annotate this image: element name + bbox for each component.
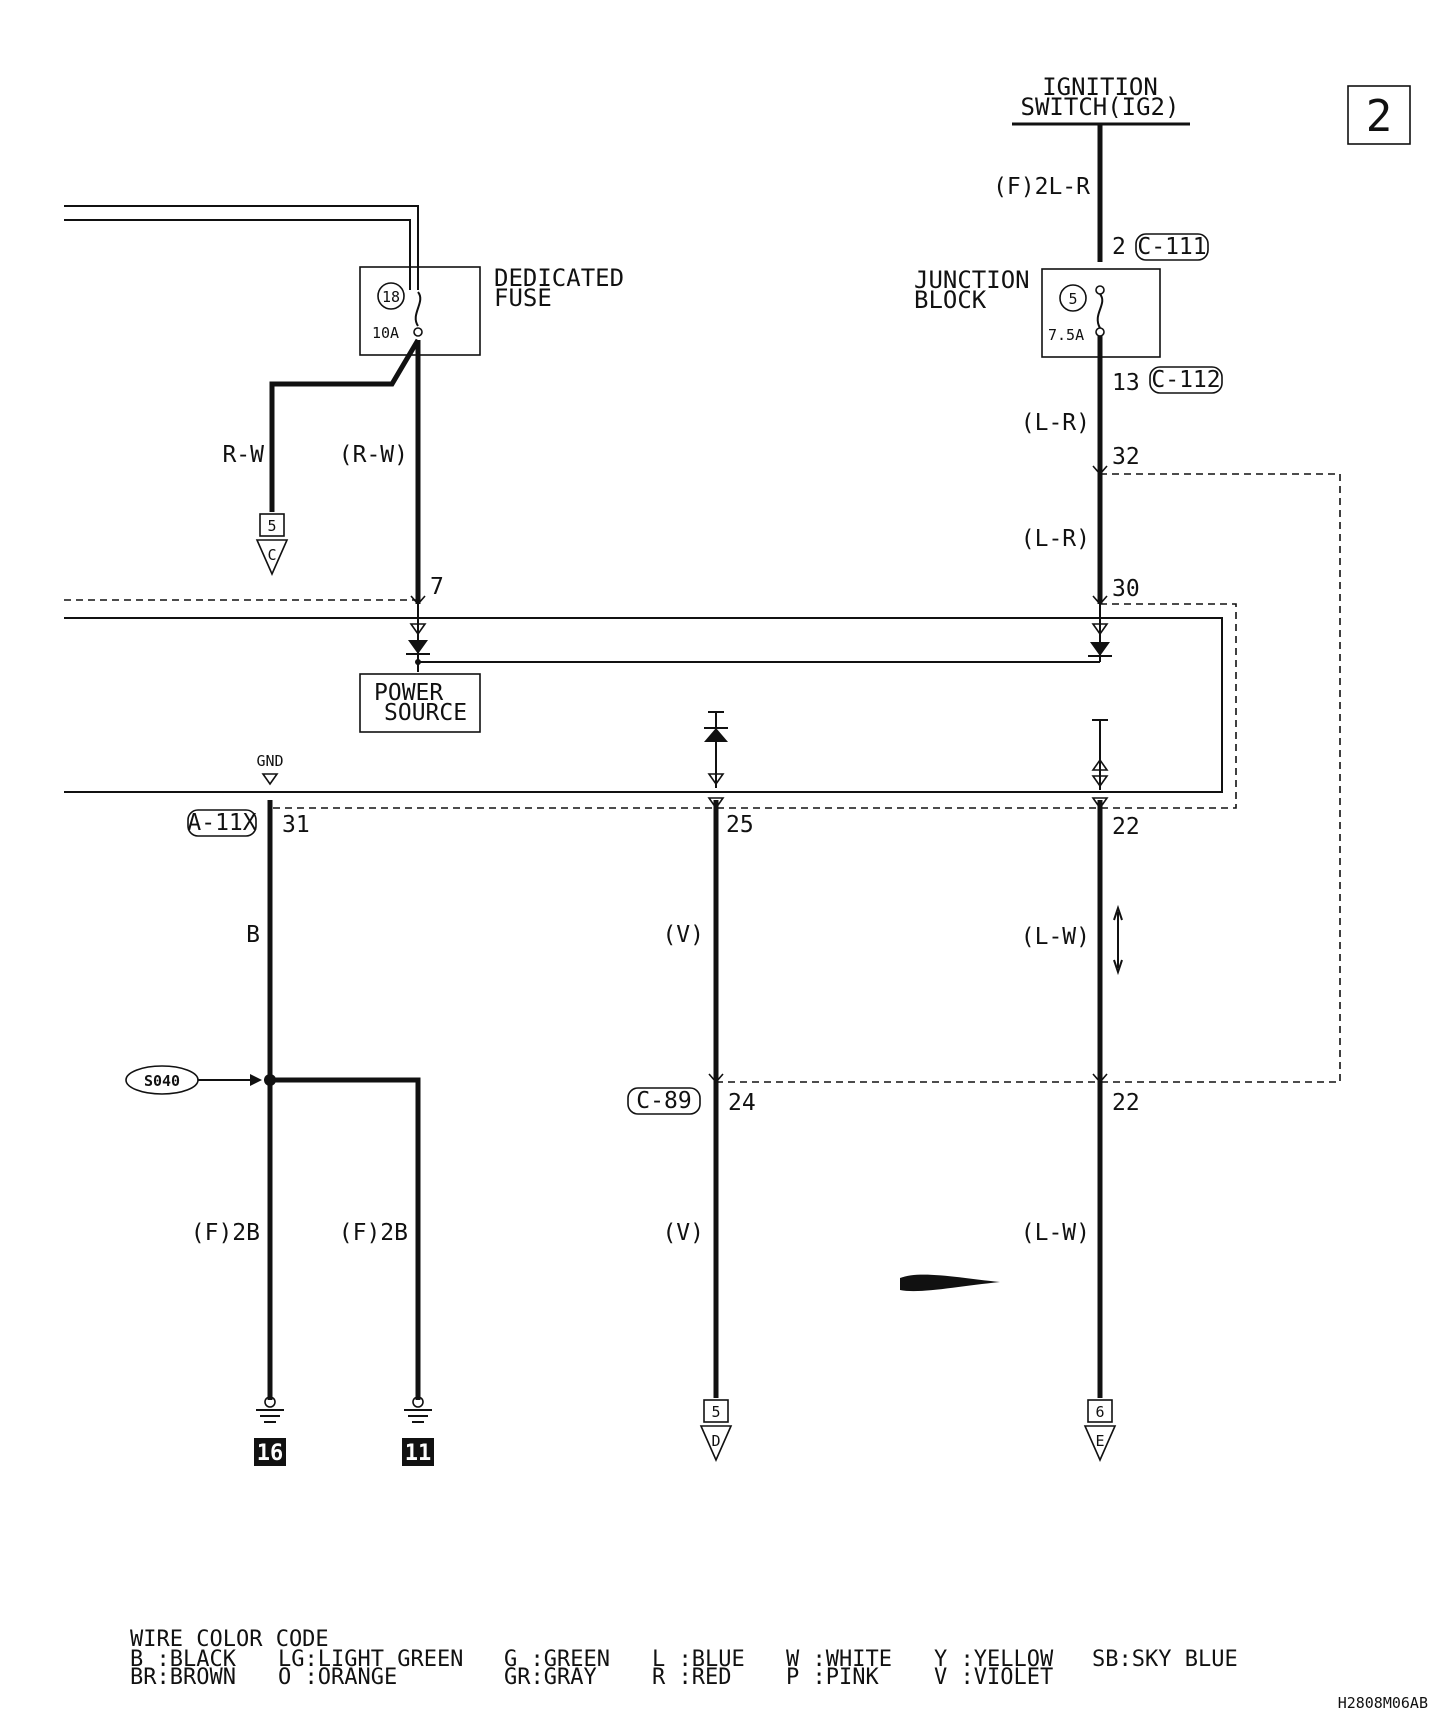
ignition-switch-label-1: IGNITION	[1042, 73, 1158, 101]
offpage-connector-d: 5 D	[699, 1399, 733, 1462]
signal-direction-arrow	[1113, 904, 1123, 976]
offpage-d-letter: D	[711, 1432, 720, 1450]
junction-block-label-2: BLOCK	[914, 286, 987, 314]
ignition-switch-label-2: SWITCH(IG2)	[1021, 93, 1180, 121]
ecu-outline	[64, 617, 1223, 793]
legend-col2-row2: O :ORANGE	[278, 1665, 397, 1690]
power-source-box: POWER SOURCE	[359, 673, 481, 733]
connector-a11x-label: A-11X	[187, 810, 256, 836]
offpage-c-number: 5	[267, 517, 276, 535]
offpage-e-number: 6	[1095, 1403, 1104, 1421]
junction-block-fuse-number: 5	[1068, 290, 1077, 308]
wire-rw-branch	[269, 338, 421, 512]
offpage-e-letter: E	[1095, 1432, 1104, 1450]
connector-c89-label: C-89	[636, 1088, 691, 1114]
gnd-label: GND	[256, 752, 283, 770]
connector-c112: C-112	[1149, 366, 1223, 394]
legend-col4-row1: L :BLUE	[652, 1647, 745, 1672]
legend-col7-row1: SB:SKY BLUE	[1092, 1647, 1238, 1672]
wire-color-legend: WIRE COLOR CODE B :BLACK BR:BROWN LG:LIG…	[130, 1627, 1238, 1690]
ground-16-label: 16	[257, 1441, 284, 1466]
dedicated-fuse-label-2: FUSE	[494, 284, 552, 312]
wire-label-rw-left: R-W	[222, 442, 264, 468]
ground-16: 16	[254, 1396, 286, 1466]
junction-block-label-1: JUNCTION	[914, 266, 1030, 294]
pin-25: 25	[726, 812, 754, 838]
dedicated-fuse-number: 18	[382, 288, 400, 306]
ink-smudge	[900, 1274, 1000, 1292]
offpage-c-letter: C	[267, 546, 276, 564]
pin-31: 31	[282, 812, 310, 838]
legend-col5-row2: P :PINK	[786, 1665, 879, 1690]
offpage-connector-e: 6 E	[1083, 1399, 1117, 1462]
page-number: 2	[1366, 91, 1393, 142]
wire-label-rw-right: (R-W)	[339, 442, 408, 468]
pin-7: 7	[430, 574, 444, 600]
legend-col5-row1: W :WHITE	[786, 1647, 892, 1672]
legend-col2-row1: LG:LIGHT GREEN	[278, 1647, 463, 1672]
connector-c89: C-89	[627, 1087, 701, 1115]
wire-f2b-right	[270, 1077, 421, 1400]
dedicated-fuse: 18 10A DEDICATED FUSE	[359, 264, 624, 356]
pin-24: 24	[728, 1090, 756, 1116]
dashed-route-outer	[1100, 473, 1341, 1083]
offpage-connector-c: 5 C	[255, 513, 289, 576]
ignition-switch: IGNITION SWITCH(IG2)	[1012, 73, 1190, 126]
legend-col6-row1: Y :YELLOW	[934, 1647, 1054, 1672]
legend-col1-row1: B :BLACK	[130, 1647, 237, 1672]
pin-2: 2	[1112, 234, 1126, 260]
legend-col1-row2: BR:BROWN	[130, 1665, 236, 1690]
legend-col4-row2: R :RED	[652, 1665, 731, 1690]
splice-s040-label: S040	[144, 1072, 180, 1090]
connector-a11x: A-11X	[187, 809, 257, 837]
splice-s040: S040	[125, 1065, 276, 1095]
wire-label-f2b-right: (F)2B	[339, 1220, 408, 1246]
wire-label-f2b-left: (F)2B	[191, 1220, 260, 1246]
ground-11-label: 11	[405, 1441, 432, 1466]
pin-22-upper: 22	[1112, 814, 1140, 840]
wire-label-jb-out: (L-R)	[1021, 410, 1090, 436]
wire-label-ig-out: (F)2L-R	[993, 174, 1090, 200]
legend-col3-row2: GR:GRAY	[504, 1665, 597, 1690]
legend-title: WIRE COLOR CODE	[130, 1627, 329, 1652]
power-source-label-2: SOURCE	[384, 700, 467, 726]
connector-c111-label: C-111	[1137, 234, 1206, 260]
legend-col6-row2: V :VIOLET	[934, 1665, 1053, 1690]
ground-11: 11	[402, 1396, 434, 1466]
pin-30: 30	[1112, 576, 1140, 602]
pin-32: 32	[1112, 444, 1140, 470]
wire-label-v-bottom: (V)	[662, 1220, 704, 1246]
wire-label-v-top: (V)	[662, 922, 704, 948]
connector-c111: C-111	[1135, 233, 1209, 261]
offpage-d-number: 5	[711, 1403, 720, 1421]
drawing-code: H2808M06AB	[1338, 1694, 1428, 1712]
pin-22-lower: 22	[1112, 1090, 1140, 1116]
wire-label-lw-top: (L-W)	[1021, 924, 1090, 950]
connector-c112-label: C-112	[1151, 367, 1220, 393]
wire-label-mid-lr: (L-R)	[1021, 526, 1090, 552]
legend-col3-row1: G :GREEN	[504, 1647, 610, 1672]
dedicated-fuse-rating: 10A	[372, 324, 399, 342]
power-source-label-1: POWER	[374, 680, 443, 706]
wire-label-b: B	[246, 922, 260, 948]
dedicated-fuse-label-1: DEDICATED	[494, 264, 624, 292]
page-number-box: 2	[1347, 85, 1411, 145]
junction-block: 5 7.5A JUNCTION BLOCK	[914, 266, 1161, 358]
pin-13: 13	[1112, 370, 1140, 396]
wire-label-lw-bottom: (L-W)	[1021, 1220, 1090, 1246]
junction-block-fuse-rating: 7.5A	[1048, 326, 1084, 344]
